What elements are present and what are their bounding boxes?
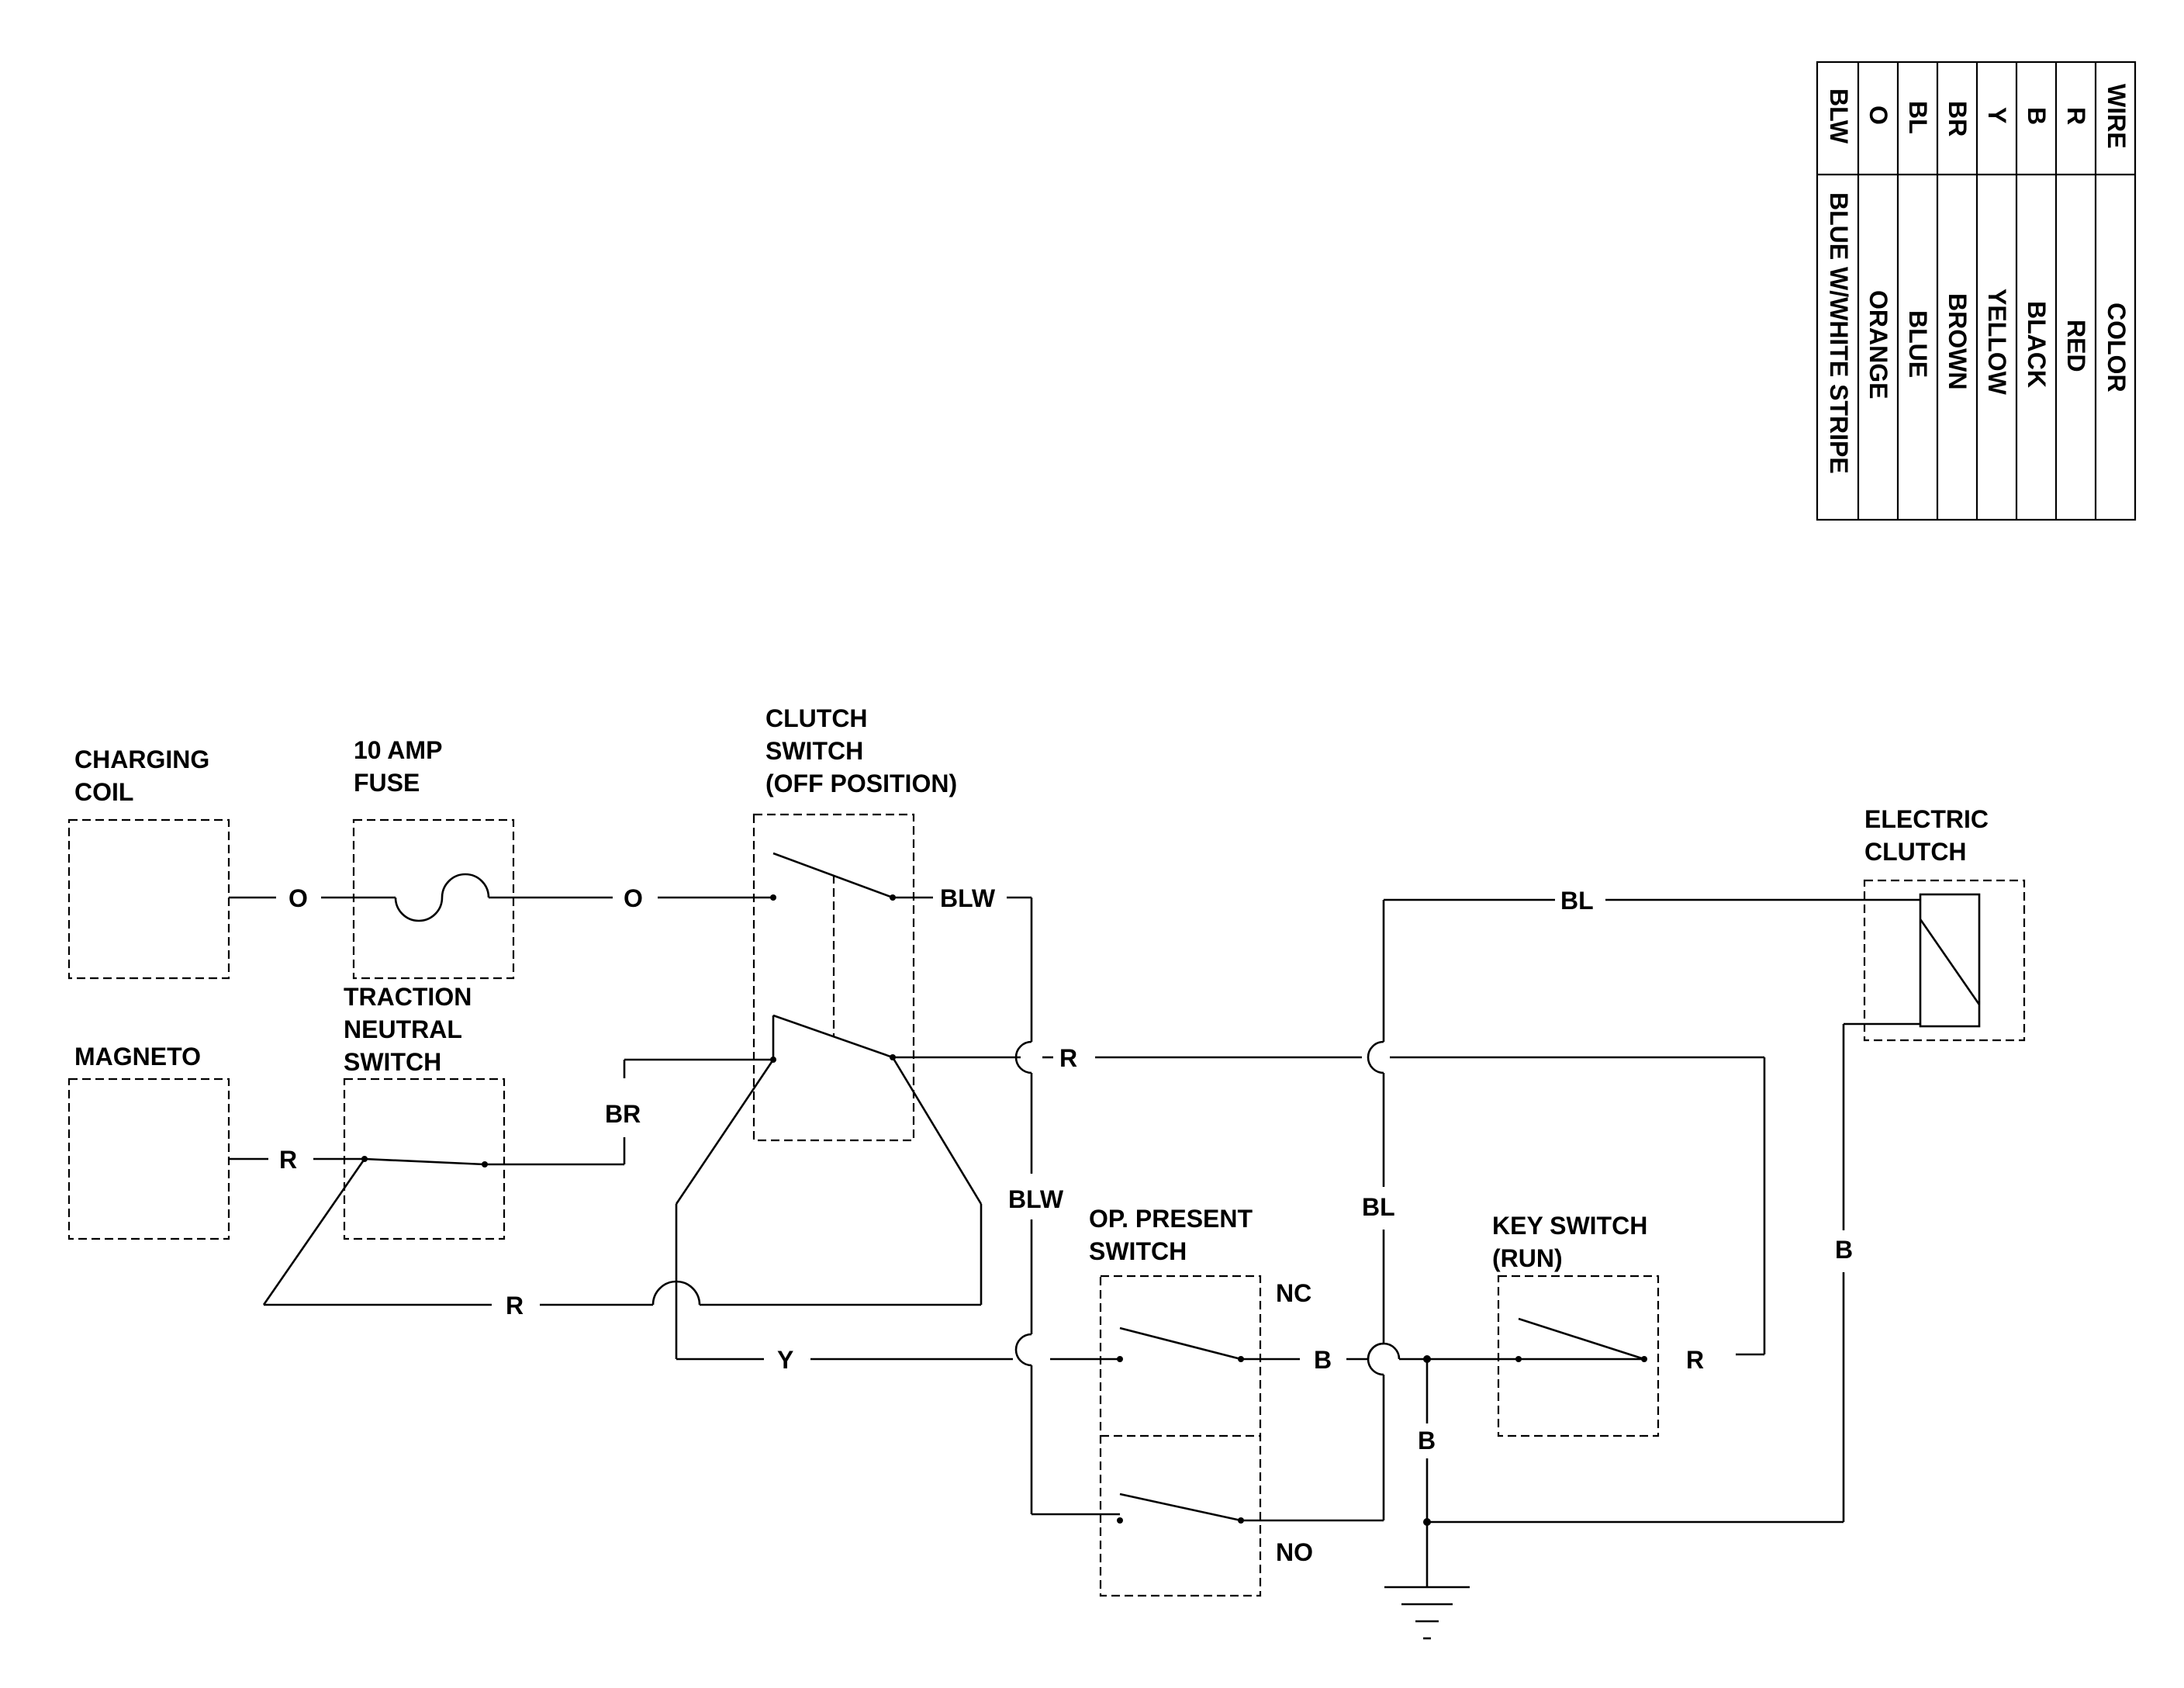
electric-clutch-box	[1863, 879, 2026, 1042]
legend-color: RED	[2062, 320, 2090, 372]
wire-label: BLW	[1008, 1185, 1064, 1213]
wire-label: R	[1686, 1346, 1704, 1374]
wire-label: B	[1418, 1427, 1436, 1455]
fuse-box	[352, 818, 515, 980]
wire-label: B	[1835, 1236, 1853, 1264]
legend-code: R	[2062, 107, 2090, 125]
wire-label: R	[279, 1146, 297, 1174]
legend-code: O	[1864, 106, 1892, 125]
wires	[229, 852, 1920, 1640]
charging-coil-box	[67, 818, 230, 980]
clutch-switch-box	[752, 813, 915, 1142]
key-switch-box	[1497, 1275, 1660, 1437]
legend-code: BR	[1944, 101, 1971, 137]
legend-color: BLUE	[1904, 310, 1932, 378]
legend-color: YELLOW	[1983, 289, 2011, 396]
legend-color: ORANGE	[1864, 290, 1892, 399]
legend-color: BLACK	[2023, 301, 2051, 388]
key-switch-label: KEY SWITCH(RUN)	[1492, 1212, 1647, 1272]
legend-code: B	[2023, 107, 2051, 125]
wire-label: B	[1314, 1346, 1332, 1374]
wire-label: O	[289, 884, 308, 912]
magneto-box	[67, 1077, 230, 1240]
terminals	[361, 894, 1647, 1526]
wire-color-legend: WIRE COLOR R RED B BLACK Y YELLOW BR BRO…	[1816, 61, 2137, 521]
op-nc-label: NC	[1276, 1279, 1311, 1307]
wire-label: BLW	[940, 884, 996, 912]
wire-label: BL	[1362, 1193, 1395, 1221]
wire-label: R	[506, 1292, 524, 1320]
legend-header-color: COLOR	[2103, 303, 2130, 393]
legend-header-code: WIRE	[2103, 84, 2130, 149]
magneto-label: MAGNETO	[74, 1043, 201, 1071]
legend-code: BLW	[1825, 88, 1853, 144]
legend-color: BROWN	[1944, 293, 1971, 389]
wire-label: BL	[1560, 887, 1594, 915]
electric-clutch-coil	[1919, 893, 1981, 1028]
legend-code: Y	[1983, 107, 2011, 123]
op-no-label: NO	[1276, 1538, 1313, 1566]
wire-labels: O O BLW BL R BR R BLW BL R Y B R B B	[279, 884, 1853, 1455]
wire-label: BR	[605, 1100, 641, 1128]
wire-label: Y	[777, 1346, 793, 1374]
legend-code: BL	[1904, 101, 1932, 134]
wire-label: R	[1059, 1044, 1077, 1072]
legend-color: BLUE W/WHITE STRIPE	[1825, 192, 1853, 474]
wire-label: O	[624, 884, 643, 912]
